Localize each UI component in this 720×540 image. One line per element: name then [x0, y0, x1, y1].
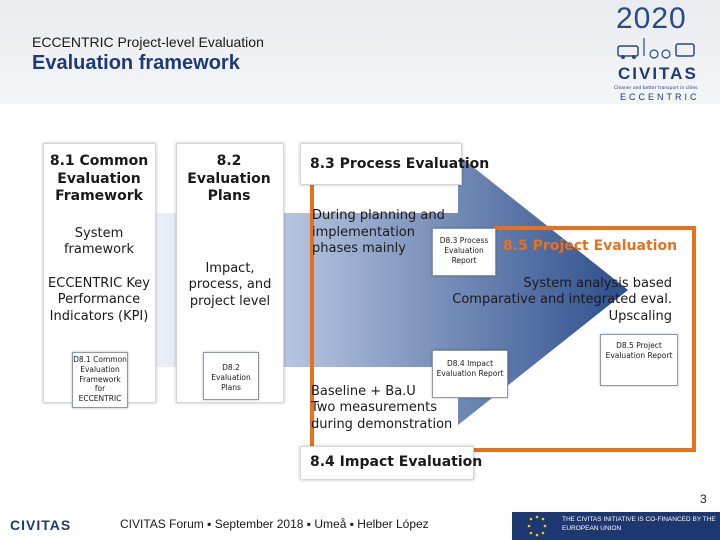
impact-evaluation-text: Baseline + Ba.U Two measurements during …	[311, 384, 471, 433]
process-evaluation-title: 8.3 Process Evaluation	[310, 156, 490, 172]
footer-civitas-logo: CIVITAS	[10, 517, 72, 533]
process-evaluation-text: During planning and implementation phase…	[312, 208, 445, 257]
logo-brand: CIVITAS	[618, 64, 698, 83]
logo-project: ECCENTRIC	[620, 92, 700, 102]
deliverable-d8-1[interactable]: D8.1 Common Evaluation Framework for ECC…	[72, 352, 128, 408]
footer-text: CIVITAS Forum ▪ September 2018 ▪ Umeå ▪ …	[120, 517, 429, 531]
deliverable-d8-3-label: D8.3 Process Evaluation Report	[439, 236, 489, 265]
project-text-line-3: Upscaling	[608, 308, 672, 324]
eu-cofinance-text: THE CIVITAS INITIATIVE IS CO-FINANCED BY…	[562, 516, 716, 533]
deliverable-d8-4[interactable]: D8.4 Impact Evaluation Report	[432, 350, 508, 398]
logo-tagline: Cleaner and better transport in cities	[614, 86, 698, 91]
orange-loop	[310, 172, 696, 452]
deliverable-d8-2[interactable]: D8.2 Evaluation Plans	[203, 352, 259, 400]
deliverable-d8-3[interactable]: D8.3 Process Evaluation Report	[432, 228, 496, 276]
project-text-line-2: Comparative and integrated eval.	[452, 292, 672, 308]
project-evaluation-title: 8.5 Project Evaluation	[503, 238, 678, 254]
system-framework-text: System framework	[63, 226, 134, 258]
slide-subtitle: ECCENTRIC Project-level Evaluation	[32, 34, 264, 50]
evaluation-plans-title: 8.2 Evaluation Plans	[187, 153, 271, 204]
deliverable-d8-4-label: D8.4 Impact Evaluation Report	[436, 359, 504, 378]
page-number: 3	[700, 492, 707, 506]
deliverable-d8-5-label: D8.5 Project Evaluation Report	[605, 341, 673, 360]
city-skyline-icon	[617, 38, 695, 59]
project-text-line-1: System analysis based	[523, 276, 672, 291]
header-band	[0, 0, 720, 104]
deliverable-d8-2-label: D8.2 Evaluation Plans	[211, 363, 251, 392]
evaluation-plans-text: Impact, process, and project level	[188, 261, 272, 309]
impact-text-line-3: during demonstration	[311, 416, 453, 432]
impact-evaluation-title: 8.4 Impact Evaluation	[310, 454, 483, 470]
deliverable-d8-1-label: D8.1 Common Evaluation Framework for ECC…	[73, 355, 127, 403]
impact-text-line-2: Two measurements	[311, 400, 437, 416]
common-framework-title: 8.1 Common Evaluation Framework	[49, 153, 149, 204]
impact-evaluation-card	[300, 446, 474, 480]
slide-title: Evaluation framework	[32, 52, 240, 74]
logo-year: 2020	[616, 2, 687, 35]
deliverable-d8-5[interactable]: D8.5 Project Evaluation Report	[600, 334, 678, 386]
civitas-eccentric-logo: 2020 CIVITAS Cleaner and better transpor…	[600, 2, 710, 102]
impact-text-line-1: Baseline + Ba.U	[311, 384, 416, 399]
eu-flag-icon	[516, 513, 558, 539]
process-evaluation-card	[300, 143, 462, 185]
kpi-text: ECCENTRIC Key Performance Indicators (KP…	[48, 276, 150, 324]
project-evaluation-text: System analysis based Comparative and in…	[420, 276, 672, 325]
